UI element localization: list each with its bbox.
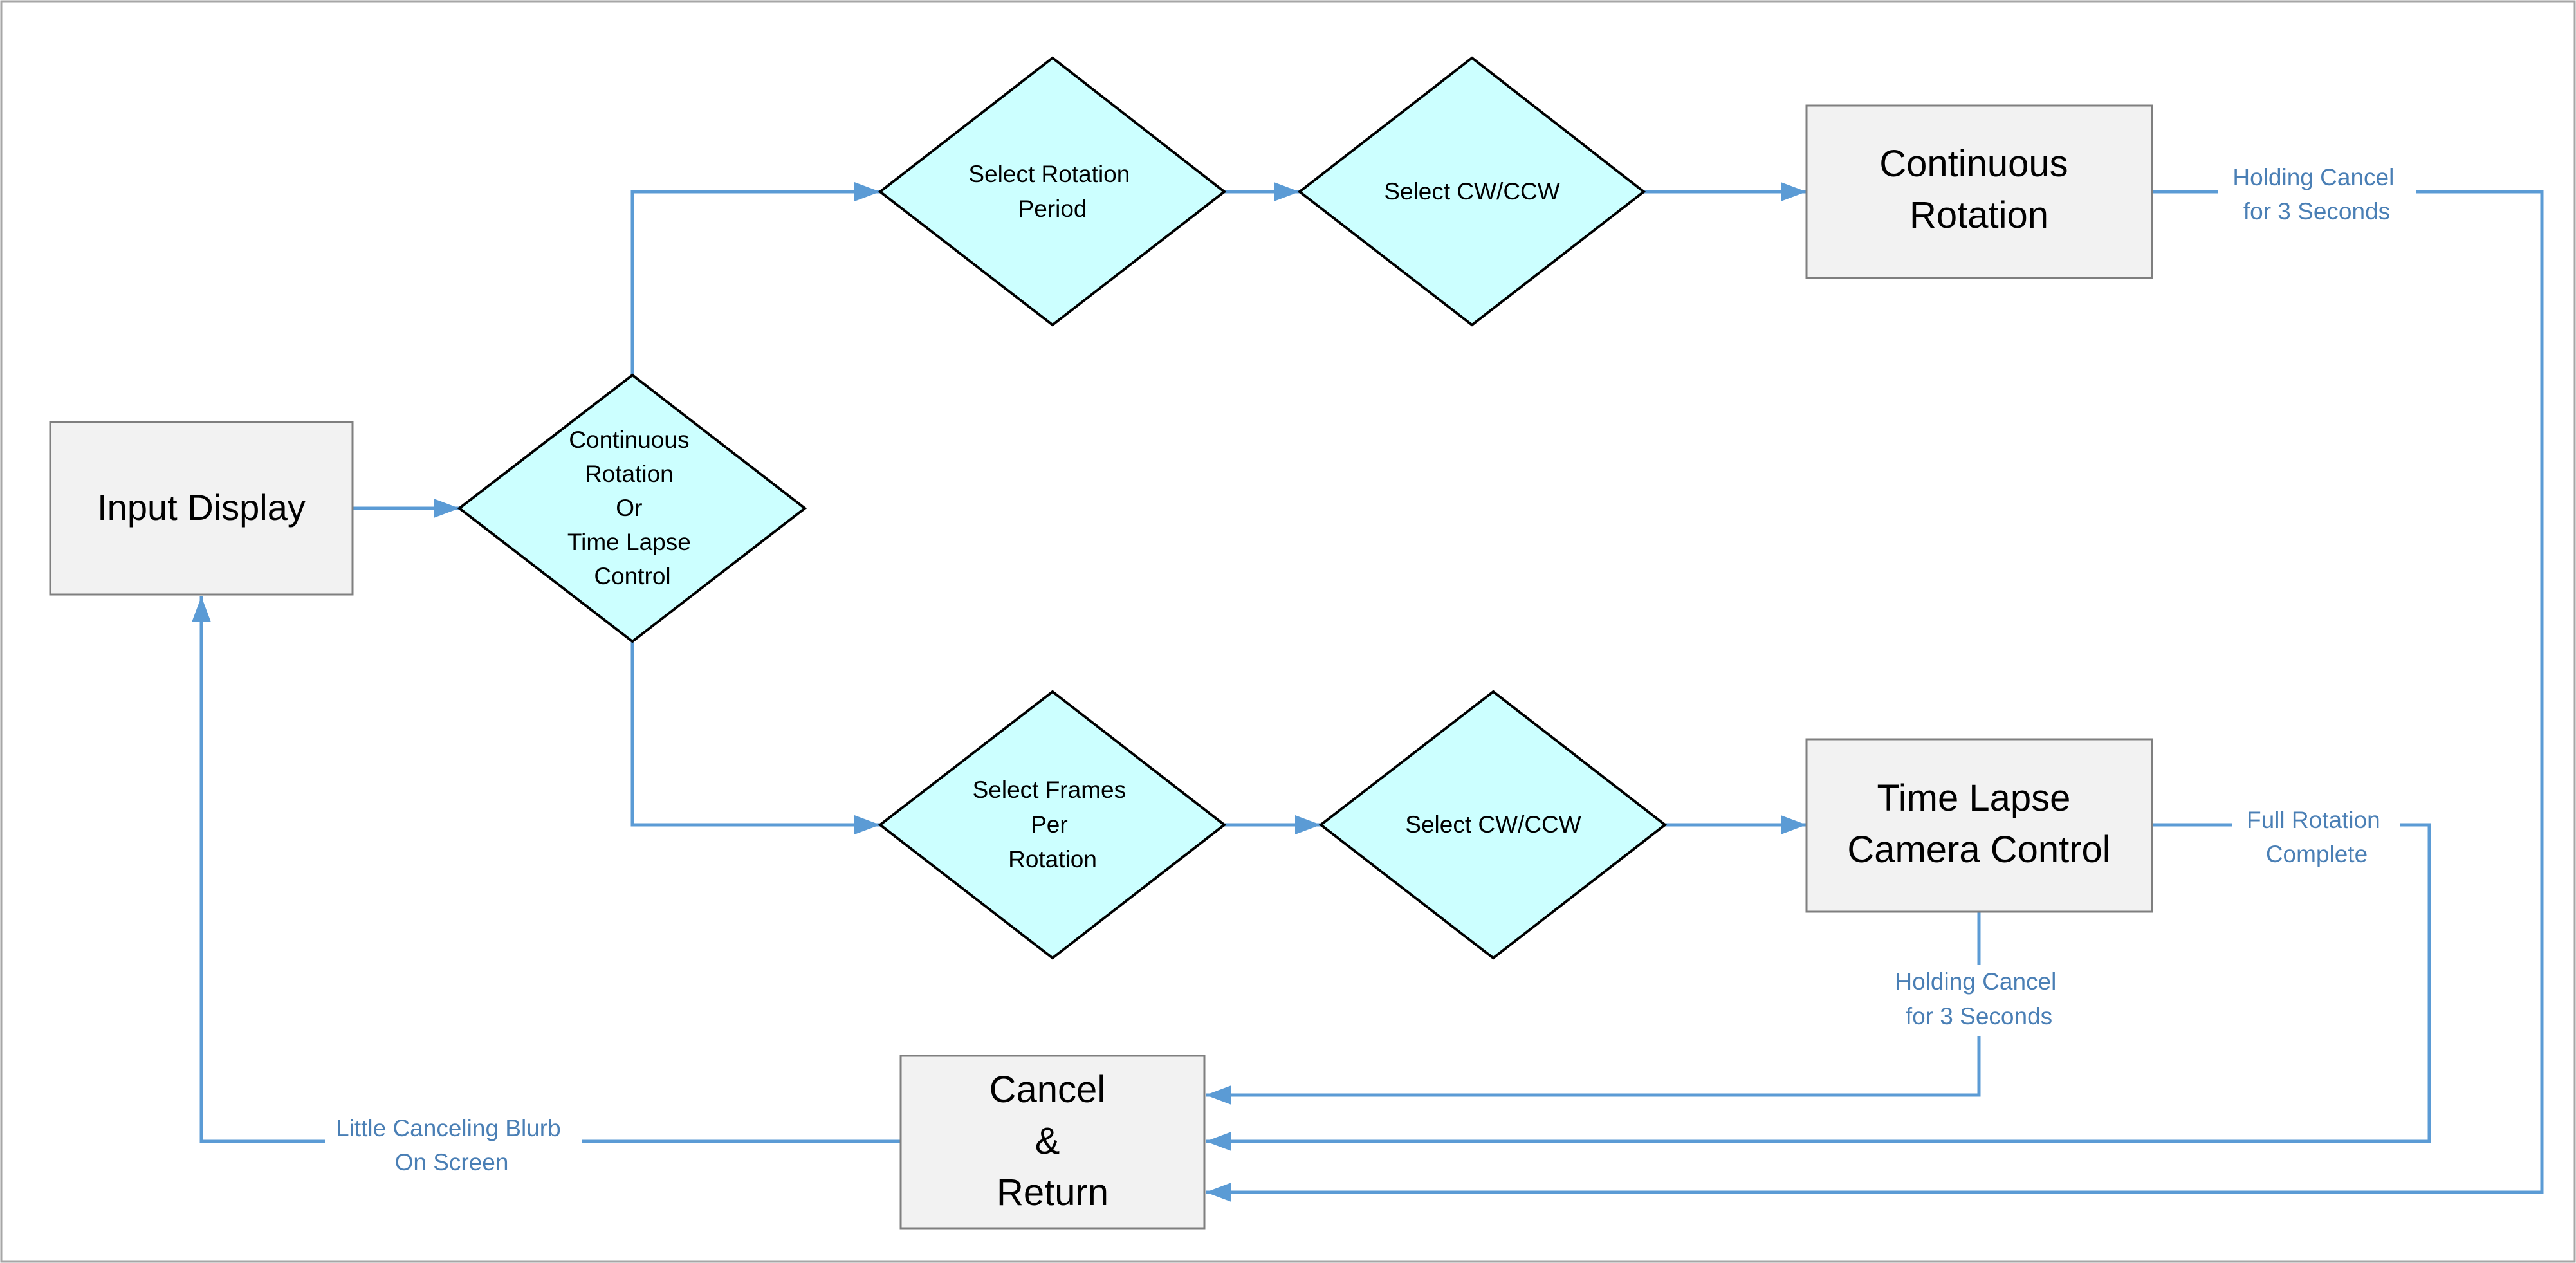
- label-bg-holding-top: [2218, 162, 2416, 226]
- time-lapse-label: Time Lapse Camera Control: [1847, 777, 2110, 871]
- cancel-return-box: [899, 1055, 1206, 1230]
- select-cw-ccw-bottom-diamond: [1318, 690, 1668, 960]
- label-bg-full-rotation: [2232, 801, 2400, 865]
- continuous-rotation-label: Continuous Rotation: [1879, 143, 2079, 236]
- mode-choice-diamond: [457, 373, 807, 643]
- continuous-rotation-box: [1805, 104, 2153, 279]
- label-bg-holding-bottom: [1882, 965, 2075, 1036]
- input-display-label: Input Display: [97, 487, 306, 528]
- full-rotation-label: Full Rotation Complete: [2247, 807, 2387, 867]
- holding-cancel-top-label: Holding Cancel for 3 Seconds: [2232, 164, 2400, 225]
- select-frames-diamond: [878, 690, 1227, 960]
- label-bg-blurb: [325, 1111, 582, 1175]
- cancel-return-label: Cancel & Return: [989, 1069, 1116, 1213]
- select-cw-ccw-bottom-label: Select CW/CCW: [1405, 811, 1581, 838]
- time-lapse-box: [1805, 738, 2153, 913]
- canceling-blurb-label: Little Canceling Blurb On Screen: [336, 1115, 567, 1175]
- select-frames-label: Select Frames Per Rotation: [973, 777, 1133, 872]
- arrow-choice-to-frames: [630, 641, 880, 834]
- input-display-box: [49, 421, 354, 596]
- select-cw-ccw-top-diamond: [1297, 56, 1646, 327]
- select-cw-ccw-top-label: Select CW/CCW: [1384, 178, 1559, 205]
- arrow-choice-to-rotation-period: [630, 182, 880, 375]
- select-rotation-period-label: Select Rotation Period: [968, 161, 1136, 222]
- mode-choice-label: Continuous Rotation Or Time Lapse Contro…: [567, 427, 697, 589]
- arrow-cancel-to-input: [192, 596, 901, 1143]
- select-rotation-period-diamond: [878, 56, 1227, 327]
- holding-cancel-bottom-label: Holding Cancel for 3 Seconds: [1895, 968, 2063, 1029]
